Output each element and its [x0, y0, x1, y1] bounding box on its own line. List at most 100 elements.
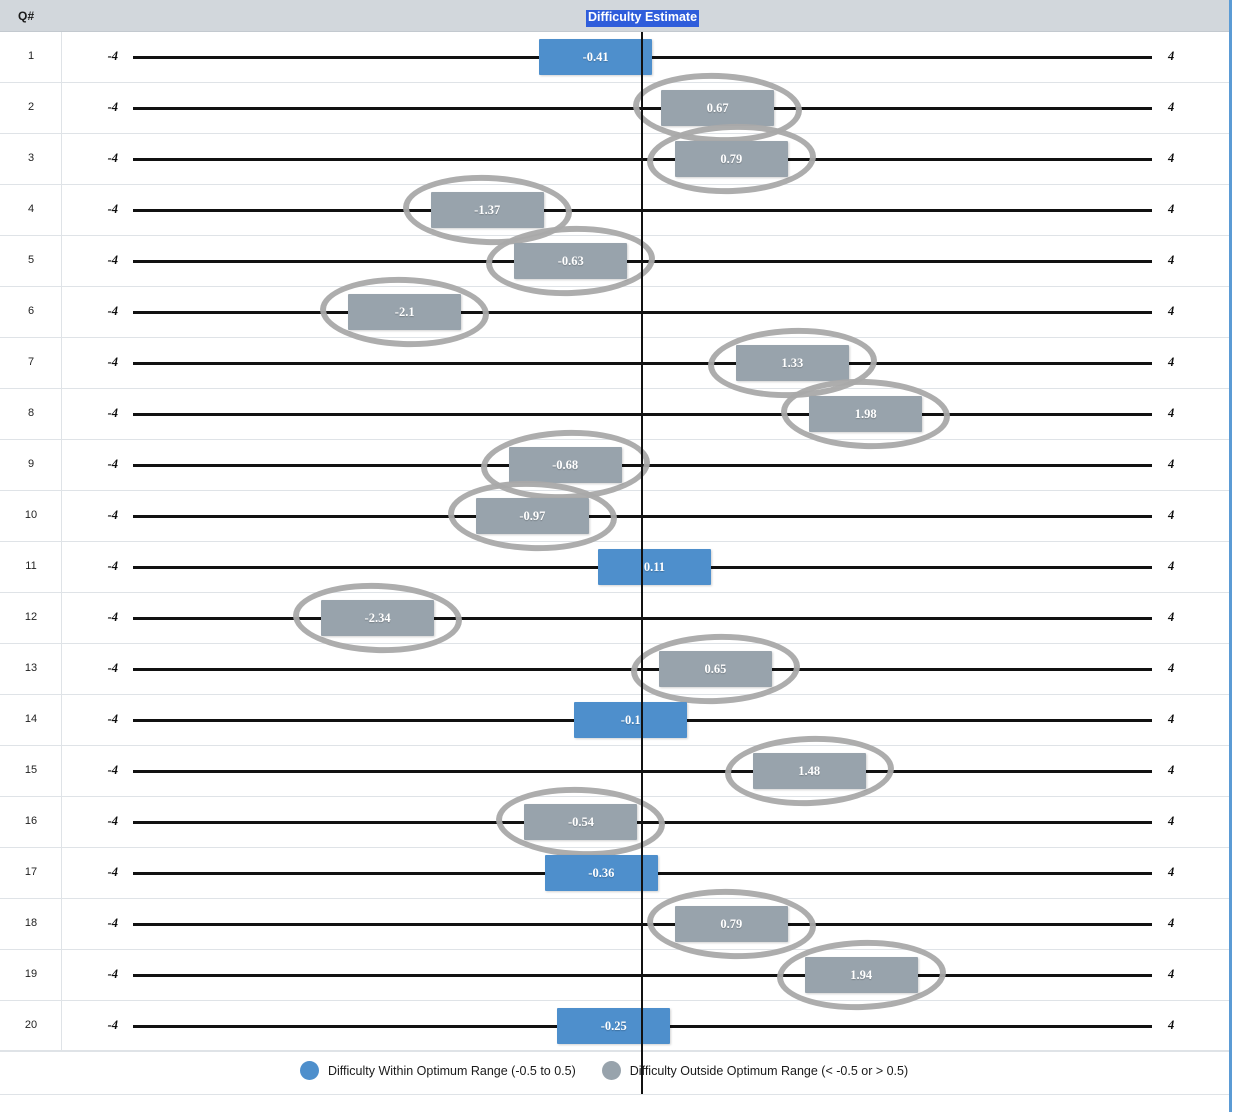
- row-axis-max-label: 4: [1168, 559, 1175, 573]
- row-qnum-cell: [0, 542, 62, 592]
- row-axis-min-label: -4: [107, 1018, 118, 1032]
- chart-title[interactable]: Difficulty Estimate: [586, 10, 700, 27]
- row-qnum-cell: [0, 440, 62, 490]
- frame-outer-fill: [1232, 0, 1242, 1112]
- row-axis-max-label: 4: [1168, 457, 1175, 471]
- row-axis-max-label: 4: [1168, 151, 1175, 165]
- row-qnum-label: 19: [24, 968, 38, 980]
- row-qnum-label: 3: [27, 152, 35, 164]
- value-bar-label: 0.79: [720, 916, 743, 931]
- row-qnum-cell: [0, 32, 62, 82]
- row-axis-max-label: 4: [1168, 814, 1175, 828]
- table-header-band: Q# Difficulty Estimate: [0, 0, 1229, 32]
- row-axis-min-label: -4: [107, 763, 118, 777]
- value-bar-label: -0.36: [588, 865, 615, 880]
- row-qnum-cell: [0, 338, 62, 388]
- value-bar[interactable]: -0.41: [539, 38, 653, 75]
- value-bar-label: 0.65: [704, 661, 727, 676]
- row-axis-min-label: -4: [107, 253, 118, 267]
- bottom-padding: [0, 1095, 1229, 1112]
- legend-label-outside: Difficulty Outside Optimum Range (< -0.5…: [629, 1063, 909, 1078]
- legend-circle-icon-outside: [601, 1061, 621, 1080]
- row-axis-max-label: 4: [1168, 661, 1175, 675]
- row-axis-min-label: -4: [107, 865, 118, 879]
- value-bar-label: -1.37: [474, 202, 501, 217]
- row-qnum-label: 9: [27, 458, 35, 470]
- row-axis-max-label: 4: [1168, 49, 1175, 63]
- row-axis-max-label: 4: [1168, 610, 1175, 624]
- row-axis-max-label: 4: [1168, 355, 1175, 369]
- value-bar[interactable]: 0.11: [597, 548, 711, 585]
- value-bar-label: -0.97: [519, 508, 546, 523]
- value-bar[interactable]: 1.48: [752, 752, 866, 789]
- row-qnum-label: 11: [25, 560, 37, 572]
- column-header-qnum: Q#: [18, 9, 35, 23]
- row-qnum-cell: [0, 134, 62, 184]
- row-qnum-cell: [0, 950, 62, 1000]
- value-bar[interactable]: -1.37: [430, 191, 544, 228]
- row-qnum-label: 5: [27, 254, 35, 266]
- value-bar-label: -0.54: [567, 814, 594, 829]
- row-axis-min-label: -4: [107, 457, 118, 471]
- legend-item-outside-range: Difficulty Outside Optimum Range (< -0.5…: [601, 1061, 909, 1080]
- row-axis-min-label: -4: [107, 49, 118, 63]
- value-bar[interactable]: -0.54: [524, 803, 638, 840]
- row-qnum-label: 18: [24, 917, 38, 929]
- chart-legend: Difficulty Within Optimum Range (-0.5 to…: [0, 1051, 1229, 1095]
- row-qnum-label: 14: [24, 713, 38, 725]
- row-qnum-cell: [0, 83, 62, 133]
- table-blank-row: [0, 1020, 1229, 1051]
- row-qnum-label: 2: [27, 101, 35, 113]
- row-qnum-label: 16: [24, 815, 38, 827]
- value-bar[interactable]: 1.98: [809, 395, 923, 432]
- value-bar-label: -0.25: [600, 1018, 627, 1033]
- value-bar[interactable]: -0.1: [574, 701, 688, 738]
- row-axis-min-label: -4: [107, 100, 118, 114]
- row-qnum-cell: [0, 848, 62, 898]
- row-axis-min-label: -4: [107, 967, 118, 981]
- table-row: 19 -4 4: [0, 950, 1229, 1001]
- row-axis-min-label: -4: [107, 202, 118, 216]
- value-bar[interactable]: 1.33: [735, 344, 849, 381]
- row-axis-max-label: 4: [1168, 967, 1175, 981]
- value-bar[interactable]: -2.34: [321, 599, 435, 636]
- value-bar-label: -2.34: [364, 610, 391, 625]
- row-qnum-cell: [0, 593, 62, 643]
- row-qnum-cell: [0, 185, 62, 235]
- row-qnum-label: 6: [27, 305, 35, 317]
- legend-items: Difficulty Within Optimum Range (-0.5 to…: [300, 1061, 908, 1080]
- row-qnum-label: 8: [27, 407, 35, 419]
- value-bar[interactable]: 0.65: [658, 650, 772, 687]
- row-qnum-label: 7: [27, 356, 35, 368]
- row-axis-min-label: -4: [107, 610, 118, 624]
- value-bar-label: 1.33: [781, 355, 804, 370]
- row-qnum-label: 10: [24, 509, 38, 521]
- value-bar[interactable]: -2.1: [348, 293, 462, 330]
- row-qnum-label: 1: [27, 50, 35, 62]
- value-bar-label: -2.1: [394, 304, 415, 319]
- value-bar[interactable]: 0.67: [661, 89, 775, 126]
- value-bar-label: 0.67: [706, 100, 729, 115]
- row-qnum-cell: [0, 797, 62, 847]
- value-bar[interactable]: 0.79: [674, 905, 788, 942]
- value-bar[interactable]: -0.25: [557, 1007, 671, 1044]
- value-bar[interactable]: -0.97: [475, 497, 589, 534]
- row-axis-max-label: 4: [1168, 1018, 1175, 1032]
- value-bar[interactable]: 1.94: [804, 956, 918, 993]
- value-bar[interactable]: 0.79: [674, 140, 788, 177]
- value-bar[interactable]: -0.36: [544, 854, 658, 891]
- row-qnum-cell: [0, 695, 62, 745]
- row-qnum-label: 4: [27, 203, 35, 215]
- row-qnum-cell: [0, 899, 62, 949]
- value-bar[interactable]: -0.63: [514, 242, 628, 279]
- row-qnum-cell: [0, 491, 62, 541]
- row-qnum-label: 12: [24, 611, 38, 623]
- value-bar-label: 1.98: [854, 406, 877, 421]
- value-bar[interactable]: -0.68: [508, 446, 622, 483]
